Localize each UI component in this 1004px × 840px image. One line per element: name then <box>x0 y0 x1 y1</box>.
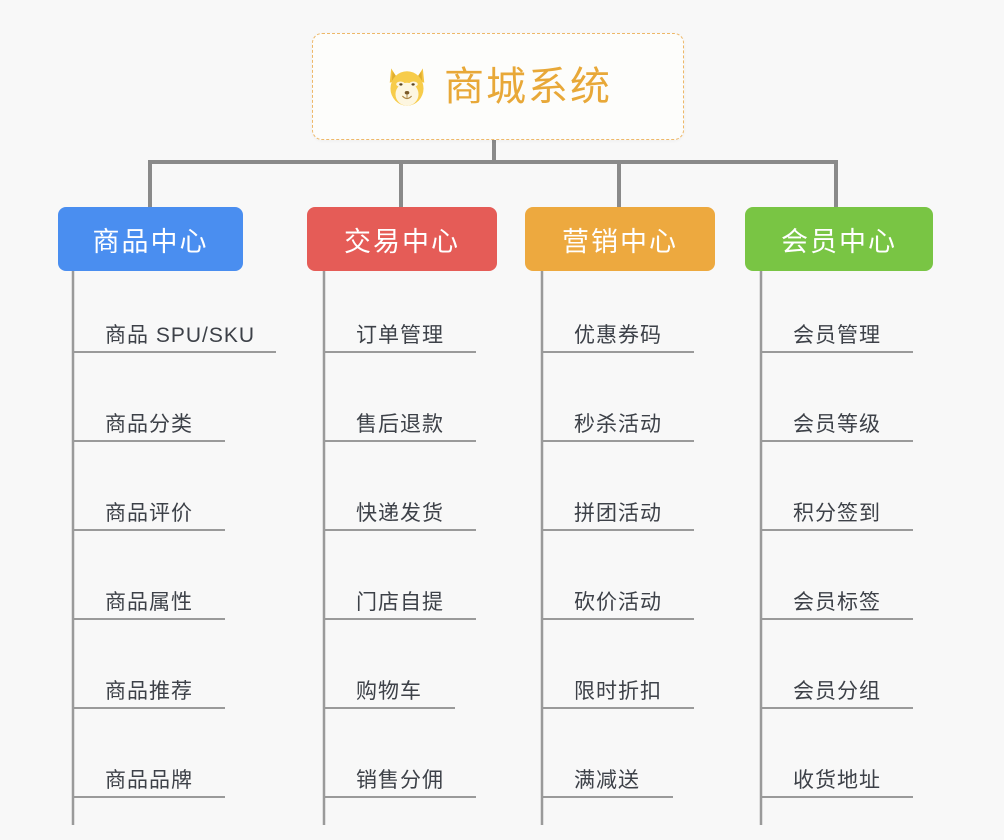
leaf-item[interactable]: 砍价活动 <box>542 576 694 620</box>
branch-header-label: 交易中心 <box>344 226 460 257</box>
leaf-item[interactable]: 售后退款 <box>324 398 476 442</box>
leaf-item[interactable]: 收货地址 <box>761 754 913 798</box>
leaf-item[interactable]: 销售分佣 <box>324 754 476 798</box>
root-node[interactable]: 商城系统 <box>312 33 684 140</box>
leaf-item[interactable]: 购物车 <box>324 665 455 709</box>
leaf-item[interactable]: 快递发货 <box>324 487 476 531</box>
leaf-item[interactable]: 限时折扣 <box>542 665 694 709</box>
leaf-item[interactable]: 会员标签 <box>761 576 913 620</box>
branch-header-0[interactable]: 商品中心 <box>58 207 243 271</box>
leaf-label: 优惠券码 <box>574 323 662 347</box>
leaf-label: 商品评价 <box>105 501 193 525</box>
leaf-label: 砍价活动 <box>574 590 662 614</box>
leaf-item[interactable]: 商品评价 <box>73 487 225 531</box>
branch-header-3[interactable]: 会员中心 <box>745 207 933 271</box>
leaf-item[interactable]: 优惠券码 <box>542 309 694 353</box>
leaf-item[interactable]: 门店自提 <box>324 576 476 620</box>
branch-header-label: 会员中心 <box>781 226 897 257</box>
leaf-item[interactable]: 商品属性 <box>73 576 225 620</box>
branch-header-label: 商品中心 <box>92 226 209 257</box>
leaf-item[interactable]: 拼团活动 <box>542 487 694 531</box>
leaf-item[interactable]: 会员管理 <box>761 309 913 353</box>
branch-header-label: 营销中心 <box>562 226 678 257</box>
leaf-label: 会员标签 <box>793 590 881 614</box>
leaf-label: 满减送 <box>574 768 640 792</box>
leaf-label: 销售分佣 <box>356 768 444 792</box>
shiba-dog-face-icon <box>389 67 425 106</box>
leaf-label: 秒杀活动 <box>574 412 662 436</box>
leaf-label: 商品品牌 <box>105 768 193 792</box>
branch-header-1[interactable]: 交易中心 <box>307 207 497 271</box>
branch-header-2[interactable]: 营销中心 <box>525 207 715 271</box>
leaf-item[interactable]: 积分签到 <box>761 487 913 531</box>
leaf-label: 会员管理 <box>793 323 881 347</box>
leaf-item[interactable]: 会员等级 <box>761 398 913 442</box>
leaf-item[interactable]: 满减送 <box>542 754 673 798</box>
leaf-label: 商品 SPU/SKU <box>105 323 256 347</box>
leaf-item[interactable]: 会员分组 <box>761 665 913 709</box>
leaf-label: 商品属性 <box>105 590 193 614</box>
leaf-label: 订单管理 <box>356 323 444 347</box>
leaf-label: 会员等级 <box>793 412 881 436</box>
leaf-label: 商品分类 <box>105 412 193 436</box>
leaf-label: 会员分组 <box>793 679 881 703</box>
leaf-label: 门店自提 <box>356 590 444 614</box>
leaf-item[interactable]: 订单管理 <box>324 309 476 353</box>
leaf-item[interactable]: 商品推荐 <box>73 665 225 709</box>
leaf-label: 售后退款 <box>356 412 444 436</box>
leaf-item[interactable]: 秒杀活动 <box>542 398 694 442</box>
leaf-label: 快递发货 <box>356 501 444 525</box>
leaf-item[interactable]: 商品品牌 <box>73 754 225 798</box>
leaf-item[interactable]: 商品分类 <box>73 398 225 442</box>
leaf-label: 拼团活动 <box>574 501 662 525</box>
root-title: 商城系统 <box>444 64 612 109</box>
leaf-label: 限时折扣 <box>574 679 662 703</box>
leaf-label: 收货地址 <box>793 768 881 792</box>
leaf-label: 积分签到 <box>793 501 881 525</box>
leaf-label: 商品推荐 <box>105 679 193 703</box>
leaf-label: 购物车 <box>356 679 422 703</box>
leaf-item[interactable]: 商品 SPU/SKU <box>73 309 276 353</box>
